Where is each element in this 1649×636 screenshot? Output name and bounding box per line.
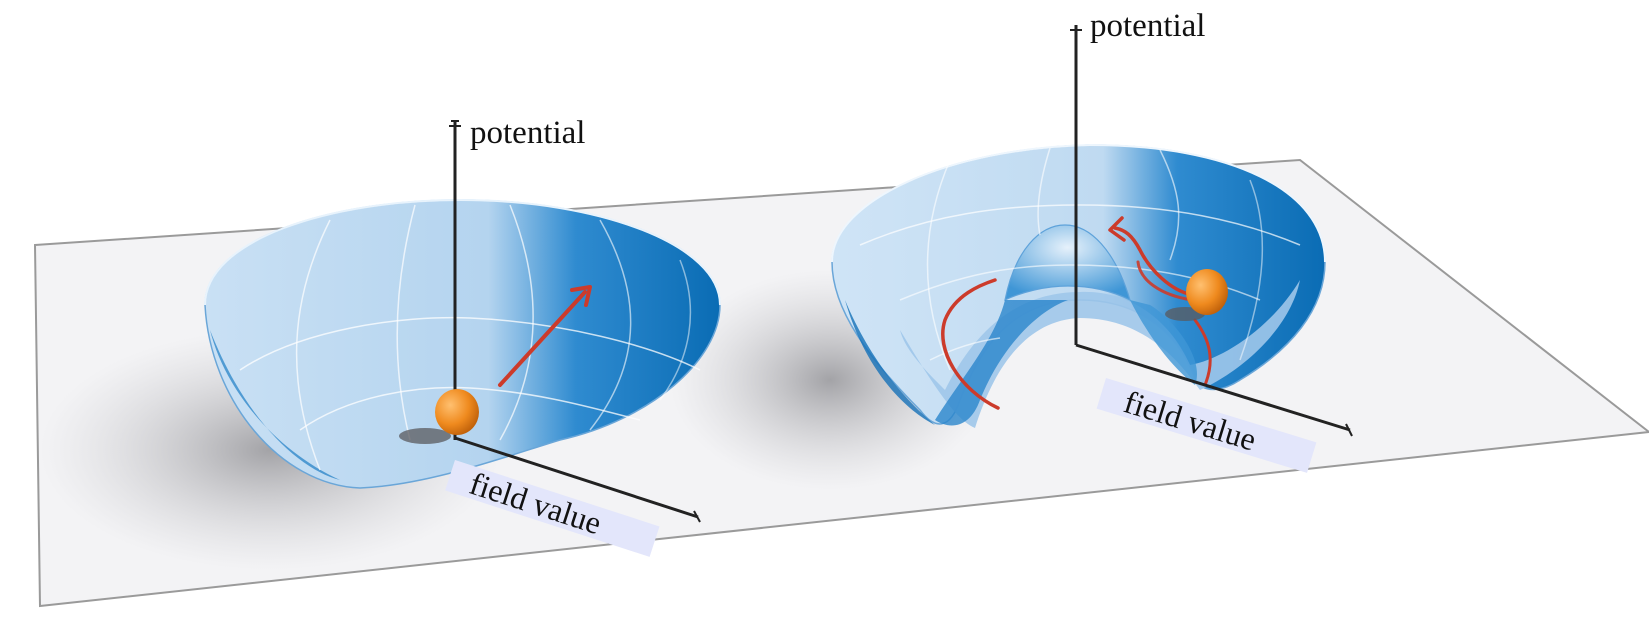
left-potential-axis <box>449 120 461 440</box>
right-roll-arrow <box>1108 216 1212 387</box>
right-potential-label: potential <box>1090 8 1205 44</box>
left-ball <box>435 389 479 435</box>
right-ball <box>1186 269 1228 315</box>
left-potential-label: potential <box>470 115 585 151</box>
right-circular-arrow <box>941 278 1000 410</box>
left-roll-arrow <box>498 285 592 387</box>
right-potential-axis <box>1070 25 1082 345</box>
left-potential-bowl <box>204 198 721 489</box>
left-field-axis <box>454 436 701 523</box>
left-ball-shadow <box>399 428 451 444</box>
right-potential-surface <box>831 143 1326 428</box>
right-field-axis <box>1075 343 1353 437</box>
